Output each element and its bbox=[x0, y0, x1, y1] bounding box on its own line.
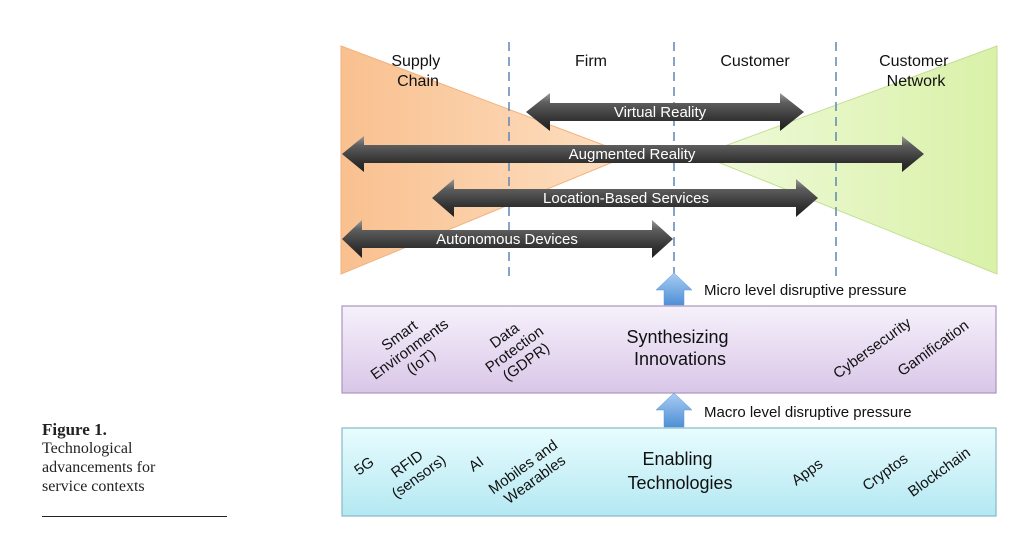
arrow-virtual-reality: Virtual Reality bbox=[526, 93, 804, 131]
macro-pressure-label: Macro level disruptive pressure bbox=[704, 404, 912, 421]
arrow-autonomous-devices: Autonomous Devices bbox=[342, 220, 673, 258]
caption-rule bbox=[42, 516, 227, 517]
caption-line: Technological bbox=[42, 440, 133, 457]
arrow-label: Virtual Reality bbox=[614, 104, 707, 121]
figure-caption: Figure 1. Technological advancements for… bbox=[42, 420, 232, 496]
column-header-firm: Firm bbox=[575, 53, 607, 70]
figure-number: Figure 1. bbox=[42, 420, 107, 439]
micro-pressure-arrow-icon bbox=[655, 272, 693, 306]
micro-pressure-label: Micro level disruptive pressure bbox=[704, 282, 907, 299]
caption-line: advancements for bbox=[42, 459, 156, 476]
caption-line: service contexts bbox=[42, 478, 145, 495]
column-header-supply-chain: Supply Chain bbox=[391, 53, 444, 90]
arrow-label: Location-Based Services bbox=[543, 190, 709, 207]
macro-pressure-arrow-icon bbox=[655, 392, 693, 428]
arrow-augmented-reality: Augmented Reality bbox=[342, 136, 924, 172]
arrow-label: Autonomous Devices bbox=[436, 231, 578, 248]
synthesizing-title: Synthesizing Innovations bbox=[626, 327, 733, 369]
arrow-location-based-services: Location-Based Services bbox=[432, 179, 818, 217]
arrow-label: Augmented Reality bbox=[569, 146, 696, 163]
enabling-technologies-box bbox=[341, 427, 997, 517]
enabling-title: Enabling Technologies bbox=[627, 449, 732, 493]
column-header-customer-network: Customer Network bbox=[879, 53, 953, 90]
column-header-customer: Customer bbox=[720, 53, 790, 70]
synthesizing-innovations-box bbox=[341, 305, 997, 394]
